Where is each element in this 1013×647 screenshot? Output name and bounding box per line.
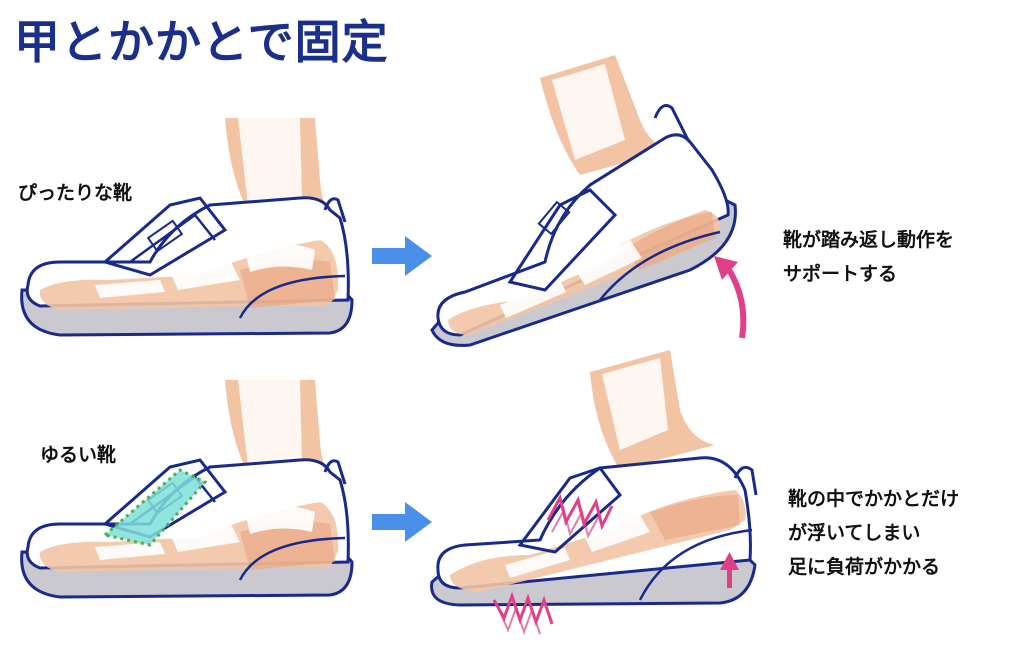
page-title: 甲とかかとで固定 [14, 15, 389, 69]
zigzag-strain-icon [546, 493, 614, 539]
caption-line: サポートする [783, 263, 898, 285]
zigzag-strain-icon [492, 591, 554, 636]
snug-shoe-flat [20, 116, 354, 337]
snug-shoe-tilted [430, 53, 737, 347]
row-label-loose: ゆるい靴 [40, 444, 117, 466]
curved-up-arrow-icon [714, 256, 747, 339]
row-label-snug: ぴったりな靴 [18, 182, 133, 204]
caption-line: 靴の中でかかとだけ [788, 488, 960, 510]
caption-line: が浮いてしまい [788, 522, 921, 544]
right-arrow-icon [372, 236, 432, 276]
caption-snug: 靴が踏み返し動作を サポートする [783, 223, 954, 291]
caption-loose: 靴の中でかかとだけ が浮いてしまい 足に負荷がかかる [788, 482, 959, 584]
right-arrow-icon [372, 502, 432, 542]
gap-highlight [101, 468, 208, 547]
caption-line: 足に負荷がかかる [788, 556, 941, 578]
loose-shoe-heel-lifted [430, 350, 758, 607]
caption-line: 靴が踏み返し動作を [783, 229, 955, 251]
up-arrow-icon [720, 552, 739, 588]
